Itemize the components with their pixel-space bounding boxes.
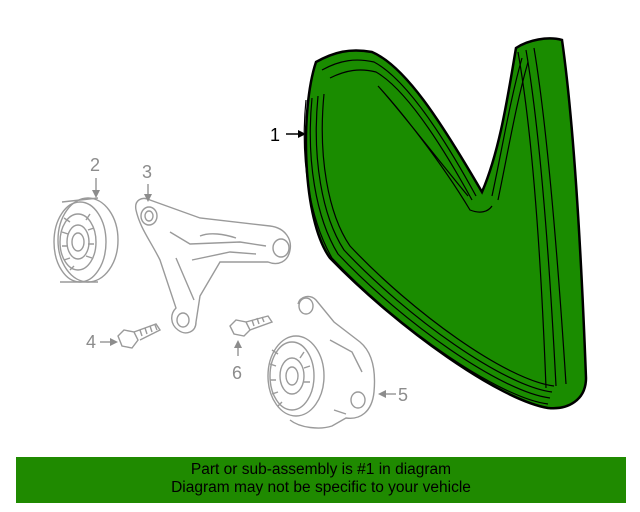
exploded-parts-diagram	[53, 37, 588, 429]
diagram-info-banner: Part or sub-assembly is #1 in diagram Di…	[16, 457, 626, 503]
idler-pulley[interactable]	[53, 197, 119, 283]
callout-3-label[interactable]: 3	[142, 162, 153, 182]
bolt-6[interactable]	[229, 315, 274, 337]
banner-line-1: Part or sub-assembly is #1 in diagram	[190, 461, 452, 478]
mounting-bracket[interactable]	[135, 197, 292, 334]
callout-5-leader	[378, 390, 396, 398]
bolt-4[interactable]	[117, 323, 162, 349]
callout-2-label[interactable]: 2	[90, 155, 101, 175]
callout-5-label[interactable]: 5	[398, 385, 409, 405]
callout-4-label[interactable]: 4	[86, 332, 97, 352]
callout-4-leader	[100, 338, 118, 346]
callout-1-leader	[286, 130, 306, 138]
callout-3-leader	[144, 184, 152, 202]
banner-line-2: Diagram may not be specific to your vehi…	[171, 479, 471, 496]
belt-tensioner[interactable]	[267, 295, 376, 429]
callout-6-label[interactable]: 6	[232, 363, 243, 383]
callout-1-label[interactable]: 1	[270, 125, 281, 145]
callout-2-leader	[92, 178, 100, 198]
callout-6-leader	[234, 340, 242, 356]
serpentine-belt[interactable]	[303, 37, 588, 410]
